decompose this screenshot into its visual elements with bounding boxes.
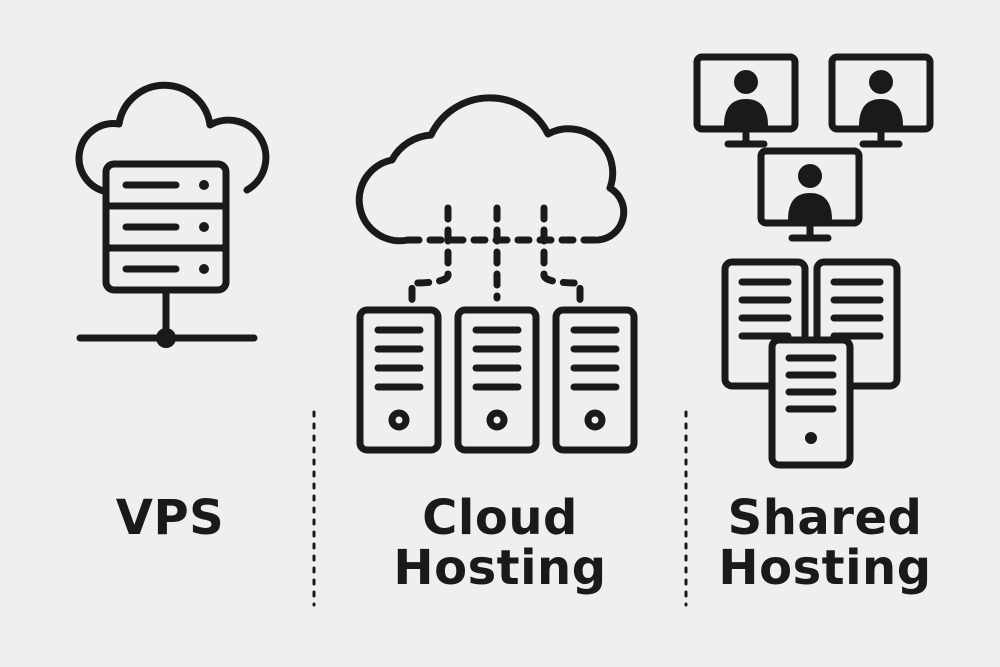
shared-hosting-label: Shared Hosting	[700, 493, 950, 593]
cloud-connection-lines	[404, 204, 602, 309]
shared-hosting-title-line1: Shared	[727, 490, 923, 546]
cloud-hosting-cloud-icon	[355, 94, 628, 245]
user-monitor-icon-3	[757, 147, 863, 242]
user-monitor-icon-2	[828, 53, 934, 148]
vps-server-rack-icon	[102, 160, 230, 294]
cloud-server-icon-3	[552, 306, 638, 454]
user-monitor-icon-1	[693, 53, 799, 148]
cloud-hosting-label: Cloud Hosting	[370, 493, 630, 593]
vps-title: VPS	[115, 490, 225, 546]
cloud-server-icon-2	[454, 306, 540, 454]
shared-hosting-title-line2: Hosting	[718, 540, 932, 596]
cloud-hosting-title-line2: Hosting	[393, 540, 607, 596]
shared-server-icon-front	[768, 336, 854, 469]
vps-label: VPS	[70, 493, 270, 543]
cloud-server-icon-1	[356, 306, 442, 454]
vps-cloud-icon	[75, 81, 270, 196]
cloud-hosting-title-line1: Cloud	[422, 490, 578, 546]
vps-network-icon	[76, 286, 258, 348]
